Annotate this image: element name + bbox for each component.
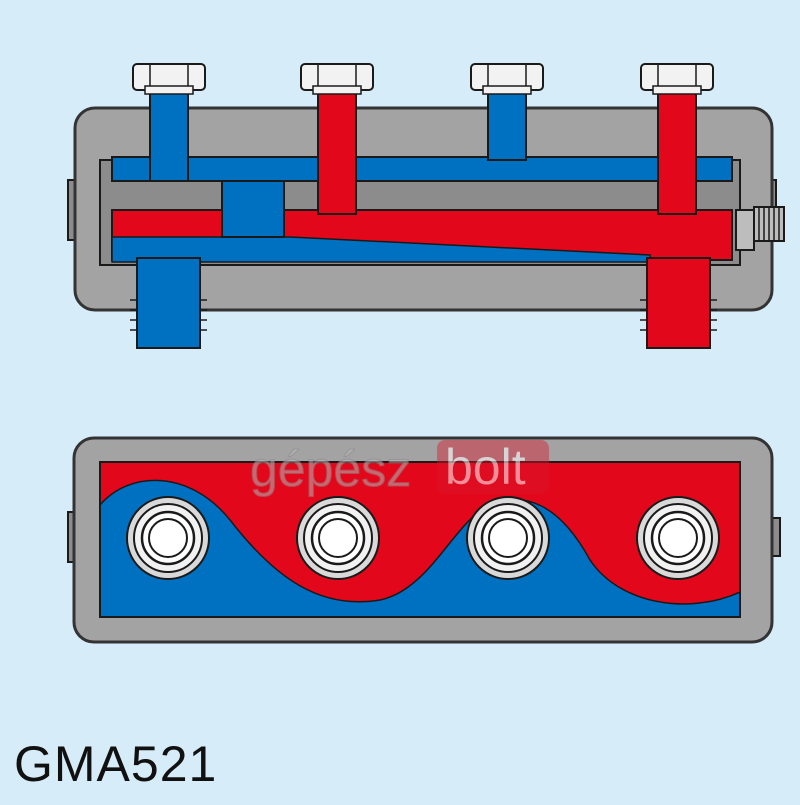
watermark-word-bolt: bolt (445, 439, 526, 495)
bypass-chamber (221, 180, 285, 238)
outlet-fitting-1 (126, 496, 210, 580)
outlet-fitting-3 (466, 496, 550, 580)
inlet-pipe-return (136, 257, 201, 349)
model-code-label: GMA521 (14, 736, 218, 792)
watermark-logo: gépész bolt (250, 439, 549, 498)
watermark-bolt-box (437, 440, 549, 494)
outlet-pipe-4 (657, 85, 697, 215)
side-plug (735, 206, 785, 251)
inlet-pipe-supply (646, 257, 711, 349)
outlet-fitting-4 (636, 496, 720, 580)
return-channel (111, 156, 733, 182)
union-nut-1 (132, 63, 206, 95)
outlet-fitting-2 (296, 496, 380, 580)
union-nut-4 (640, 63, 714, 95)
outlet-pipe-2 (317, 85, 357, 215)
return-wave (100, 479, 740, 617)
union-nut-2 (300, 63, 374, 95)
outlet-pipe-1 (149, 85, 189, 182)
thread-marks (130, 299, 717, 331)
watermark-word-gepesz: gépész (250, 441, 411, 497)
outlet-pipe-3 (487, 85, 527, 161)
union-nut-3 (470, 63, 544, 95)
front-view (67, 436, 781, 644)
top-view (67, 63, 785, 349)
